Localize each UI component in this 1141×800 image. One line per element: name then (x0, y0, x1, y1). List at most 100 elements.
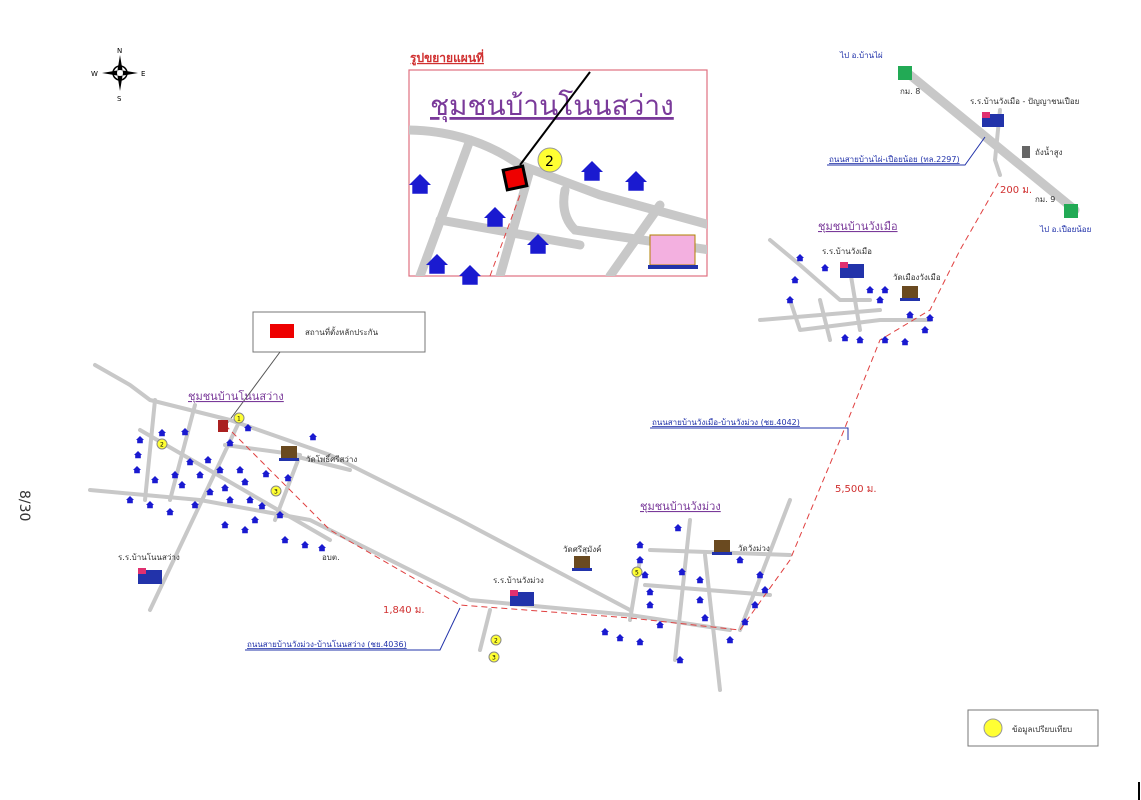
compass-s: S (117, 95, 122, 103)
collateral-marker (501, 164, 529, 192)
house-icon (751, 601, 759, 609)
house-icon (166, 508, 174, 516)
compass-n: N (117, 47, 122, 55)
house-icon (881, 336, 889, 344)
place-label: ร.ร.บ้านวังเมือ - ปัญญาชนเปือย (970, 97, 1079, 106)
page-number: 8/30 (16, 490, 32, 521)
community-label: ชุมชนบ้านโนนสว่าง (188, 389, 284, 403)
school-icon (138, 568, 162, 584)
community-label: ชุมชนบ้านวังเมือ (818, 220, 898, 233)
house-icon (636, 556, 644, 564)
house-icon (301, 541, 309, 549)
direction-arrow-icon (898, 66, 912, 80)
school-icon (840, 262, 864, 278)
house-icon (656, 621, 664, 629)
leader-line (245, 607, 461, 651)
pointer-arrow (519, 71, 591, 166)
comparable-marker (156, 438, 168, 450)
house-icon (696, 596, 704, 604)
comparable-marker (488, 651, 500, 663)
comparable-marker (631, 566, 643, 578)
house-icon (281, 536, 289, 544)
temple-icon (572, 556, 592, 571)
house-icon (241, 526, 249, 534)
house-icon (678, 568, 686, 576)
road-label: ถนนสายบ้านวังม่วง-บ้านโนนสว่าง (ชย.4036) (247, 639, 407, 649)
comparable-number: 2 (160, 442, 164, 449)
house-icon (186, 458, 194, 466)
house-icon (246, 496, 254, 504)
comparable-number: 3 (274, 489, 278, 496)
house-icon (646, 601, 654, 609)
house-icon (178, 481, 186, 489)
km-label: กม. 8 (900, 87, 920, 96)
leader-line (827, 136, 986, 166)
route-line (224, 179, 1001, 631)
place-label: ร.ร.บ้านโนนสว่าง (118, 552, 180, 562)
place-label: อบต. (322, 553, 340, 562)
leader-line (650, 427, 849, 440)
house-icon (158, 429, 166, 437)
temple-icon (900, 286, 920, 301)
house-icon (216, 466, 224, 474)
inset-map: ชุมชนบ้านโนนสว่าง 2 (408, 69, 708, 285)
house-icon (276, 511, 284, 519)
house-icon (906, 311, 914, 319)
place-label: ร.ร.บ้านวังเมือ (822, 247, 872, 256)
house-icon (221, 484, 229, 492)
house-icon (581, 161, 603, 181)
distance-label: 1,840 ม. (383, 605, 425, 616)
comparable-number: 1 (237, 416, 241, 423)
comparable-marker (490, 634, 502, 646)
house-icon (151, 476, 159, 484)
house-icon (181, 428, 189, 436)
house-icon (625, 171, 647, 191)
comparable-number: 3 (492, 655, 496, 662)
house-icon (701, 614, 709, 622)
inset-marker-number: 2 (545, 154, 554, 170)
house-icon (756, 571, 764, 579)
temple-icon (712, 540, 732, 555)
house-icon (641, 571, 649, 579)
comparable-marker (233, 412, 245, 424)
house-icon (856, 336, 864, 344)
house-icon (221, 521, 229, 529)
school-icon (982, 112, 1004, 127)
house-icon (616, 634, 624, 642)
house-icon (821, 264, 829, 272)
distance-label: 5,500 ม. (835, 484, 877, 495)
legend-collateral-label: สถานที่ตั้งหลักประกัน (305, 326, 379, 337)
house-icon (876, 296, 884, 304)
school-icon (510, 590, 534, 606)
house-icon (409, 174, 431, 194)
legend-collateral: สถานที่ตั้งหลักประกัน (225, 311, 426, 426)
road-network (88, 70, 1080, 692)
house-icon (136, 436, 144, 444)
place-label: วัดโพธิ์ศรีสว่าง (306, 453, 357, 464)
temple-icon (648, 234, 698, 269)
house-icon (866, 286, 874, 294)
house-icon (146, 501, 154, 509)
km-label: กม. 9 (1035, 195, 1055, 204)
house-icon (236, 466, 244, 474)
house-icon (191, 501, 199, 509)
comparable-number: 5 (635, 570, 639, 577)
direction-arrow-icon (1064, 204, 1078, 218)
house-icon (426, 254, 448, 274)
house-icon (484, 207, 506, 227)
house-icon (133, 466, 141, 474)
place-label: ร.ร.บ้านวังม่วง (493, 576, 544, 585)
house-icon (196, 471, 204, 479)
temple-icon (279, 446, 299, 461)
collateral-marker (218, 420, 228, 432)
inset-caption: รูปขยายแผนที่ (410, 49, 484, 66)
place-label: วัดศรีสุมังค์ (563, 544, 601, 554)
community-label: ชุมชนบ้านวังม่วง (640, 500, 721, 513)
compass-w: W (91, 70, 98, 78)
house-icon (636, 541, 644, 549)
house-icon (171, 471, 179, 479)
road-label: ถนนสายบ้านวังเมือ-บ้านวังม่วง (ชย.4042) (652, 418, 800, 427)
house-icon (262, 470, 270, 478)
place-label: ถังน้ำสูง (1035, 146, 1063, 158)
